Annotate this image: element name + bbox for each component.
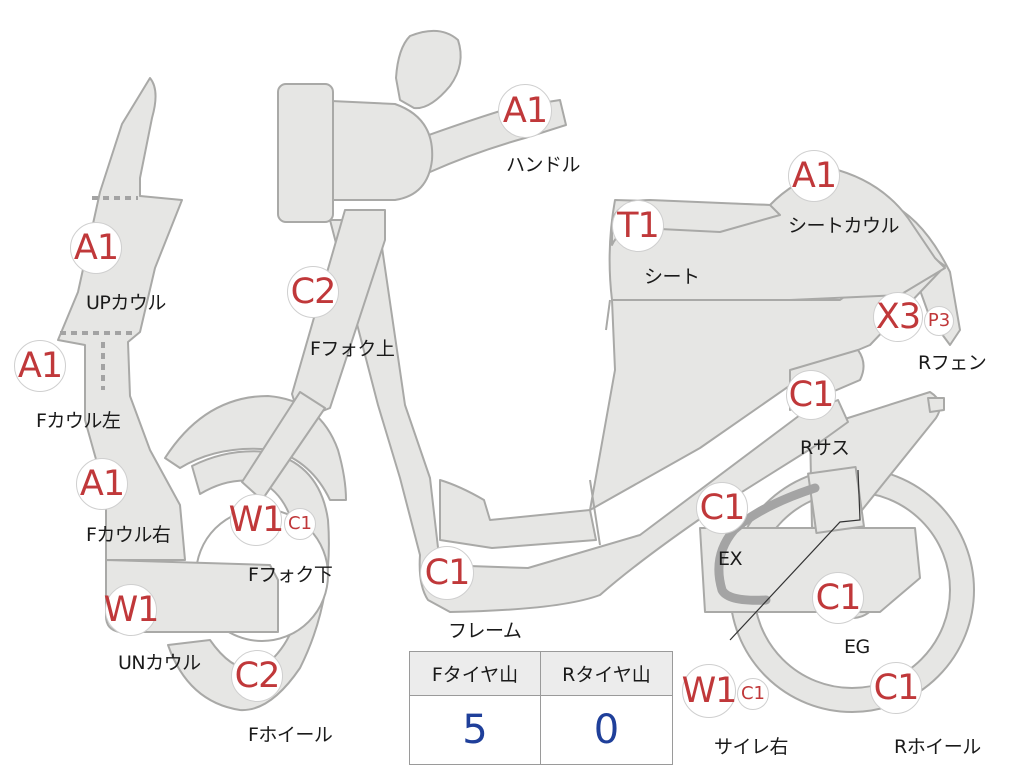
code-badge: A1 — [14, 340, 66, 392]
code-badge: P3 — [924, 306, 954, 336]
code-badge: A1 — [498, 84, 552, 138]
code-badge: X3 — [873, 292, 923, 342]
rear-tread-value: 0 — [541, 696, 672, 764]
code-badge: C1 — [737, 678, 769, 710]
front-tread-header: Fタイヤ山 — [410, 652, 541, 696]
part-label: EX — [718, 548, 743, 570]
part-label: Rフェン — [918, 352, 987, 374]
code-badge: C2 — [287, 266, 339, 318]
handle-cover-shape — [309, 99, 434, 201]
code-badge: T1 — [612, 200, 664, 252]
rear-tread-header: Rタイヤ山 — [541, 652, 672, 696]
part-label: シート — [644, 266, 700, 288]
part-label: Fフォク上 — [310, 338, 395, 360]
part-label: UPカウル — [86, 292, 166, 314]
code-badge: A1 — [76, 458, 128, 510]
code-badge: C1 — [696, 482, 748, 534]
code-badge: C1 — [420, 546, 474, 600]
code-badge: A1 — [788, 150, 840, 202]
part-label: シートカウル — [788, 215, 900, 237]
front-cowl-shape — [57, 77, 186, 561]
part-label: Rホイール — [894, 736, 981, 758]
code-badge: W1 — [104, 584, 159, 636]
code-badge: A1 — [70, 222, 122, 274]
code-badge: C1 — [870, 662, 922, 714]
code-badge: W1 — [682, 664, 737, 718]
part-label: UNカウル — [118, 652, 201, 674]
part-label: ハンドル — [506, 154, 581, 176]
part-label: フレーム — [448, 620, 522, 642]
part-label: Fカウル左 — [36, 410, 121, 432]
part-label: EG — [844, 636, 870, 658]
code-badge: C1 — [284, 508, 316, 540]
engine-block-shape — [699, 527, 921, 613]
code-badge: C1 — [812, 572, 864, 624]
part-label: サイレ右 — [714, 736, 789, 758]
part-label: Fフォク下 — [248, 564, 333, 586]
part-label: Fカウル右 — [86, 524, 171, 546]
front-fork-shape — [291, 209, 386, 421]
part-label: Fホイール — [248, 724, 333, 746]
frame-shape — [329, 219, 849, 613]
tire-tread-table: Fタイヤ山 Rタイヤ山 5 0 — [409, 651, 673, 765]
code-badge: C1 — [786, 370, 836, 420]
front-tread-value: 5 — [410, 696, 541, 764]
part-label: Rサス — [800, 437, 850, 459]
code-badge: C2 — [231, 650, 283, 702]
mirror-shape — [395, 29, 462, 110]
code-badge: W1 — [229, 494, 284, 546]
exhaust-pipe-shape — [714, 483, 820, 605]
